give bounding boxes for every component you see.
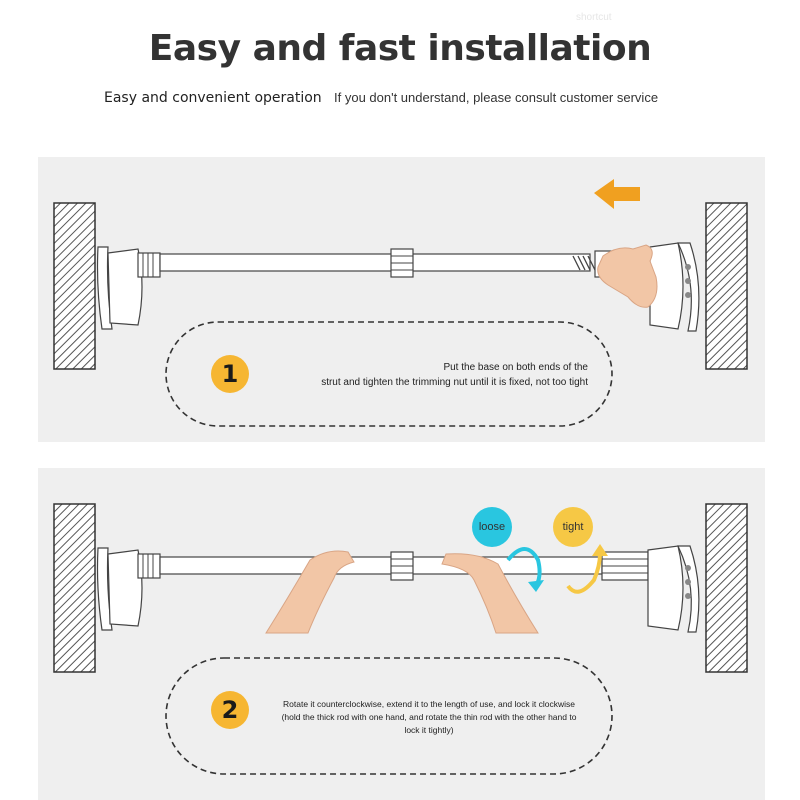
right-base <box>601 545 700 633</box>
step2-line2: (hold the thick rod with one hand, and r… <box>281 712 577 722</box>
left-wall <box>53 503 96 673</box>
rotate-counterclockwise-icon <box>506 547 542 588</box>
step2-line3: lock it tightly) <box>404 725 454 735</box>
watermark-text: shortcut <box>576 12 612 23</box>
step1-panel: 1 Put the base on both ends of the strut… <box>38 157 765 442</box>
thread <box>572 255 596 271</box>
step1-line2: strut and tighten the trimming nut until… <box>321 377 588 388</box>
rod <box>159 253 591 272</box>
step1-number-badge: 1 <box>211 355 249 393</box>
step2-line1: Rotate it counterclockwise, extend it to… <box>283 699 575 709</box>
subtitle-customer-service: If you don't understand, please consult … <box>334 90 659 105</box>
page-title: Easy and fast installation <box>148 28 652 69</box>
right-wall <box>705 202 748 370</box>
left-base <box>96 246 161 330</box>
subtitle-operation: Easy and convenient operation <box>104 90 322 106</box>
step2-number-badge: 2 <box>211 691 249 729</box>
tight-badge: tight <box>553 507 593 547</box>
step1-dashed-box <box>165 321 613 427</box>
step1-instruction: Put the base on both ends of the strut a… <box>238 360 588 390</box>
step2-illustration <box>53 503 748 775</box>
left-base <box>96 547 161 631</box>
step1-line1: Put the base on both ends of the <box>443 362 588 373</box>
step1-illustration <box>53 179 748 427</box>
loose-badge: loose <box>472 507 512 547</box>
right-hand <box>441 553 539 634</box>
rotate-clockwise-icon <box>566 553 602 594</box>
hand <box>597 244 658 308</box>
step2-dashed-box <box>165 657 613 775</box>
step2-instruction: Rotate it counterclockwise, extend it to… <box>264 698 594 737</box>
right-wall <box>705 503 748 673</box>
left-hand <box>265 550 355 634</box>
arrow-left-icon <box>594 179 640 209</box>
left-wall <box>53 202 96 370</box>
step2-panel: loose tight 2 Rotate it counterclockwise… <box>38 468 765 800</box>
